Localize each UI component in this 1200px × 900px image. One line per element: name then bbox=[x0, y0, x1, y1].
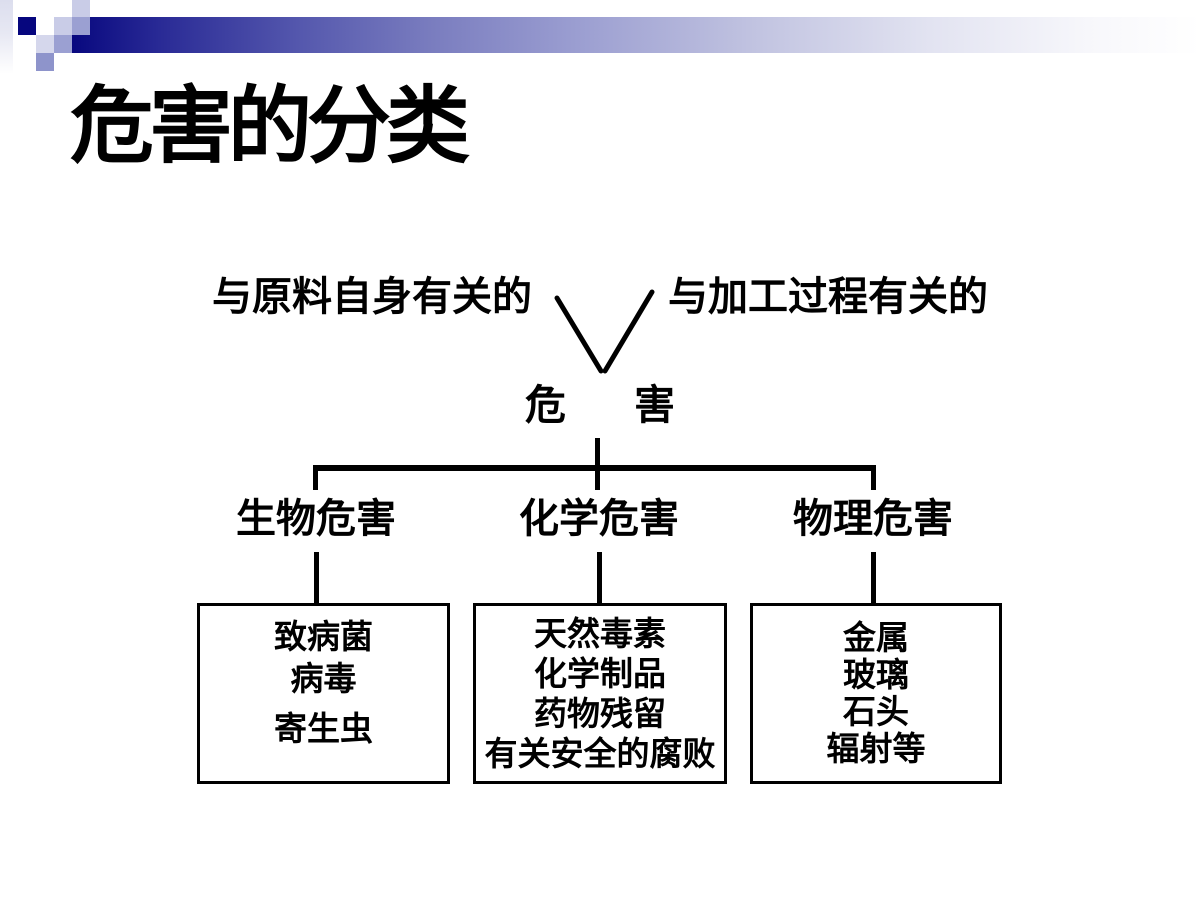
source-label-raw-material: 与原料自身有关的 bbox=[212, 275, 532, 319]
branch-label-physical: 物理危害 bbox=[793, 497, 953, 541]
box-item: 寄生虫 bbox=[274, 710, 373, 747]
decor-pixel-square-pale bbox=[36, 35, 54, 53]
root-char: 危 bbox=[525, 382, 566, 428]
decor-pixel-square-pale bbox=[54, 17, 72, 35]
source-label-processing: 与加工过程有关的 bbox=[668, 275, 988, 319]
root-stem-line bbox=[595, 438, 600, 490]
box-item: 致病菌 bbox=[274, 618, 373, 655]
v-connector-lines bbox=[554, 289, 655, 374]
box-item: 化学制品 bbox=[534, 655, 666, 692]
branch-label-chemical: 化学危害 bbox=[519, 497, 679, 541]
box-item: 天然毒素 bbox=[534, 615, 666, 652]
decor-pixel-square-navy bbox=[18, 17, 36, 35]
branch-label-biological: 生物危害 bbox=[236, 497, 396, 541]
box-item: 药物残留 bbox=[534, 695, 666, 732]
decor-pixel-square-medium bbox=[36, 53, 54, 71]
branch-horizontal-line bbox=[313, 465, 876, 471]
v-line-left bbox=[554, 295, 604, 374]
slide-title: 危害的分类 bbox=[70, 79, 470, 173]
decor-pixel-square-pale bbox=[72, 0, 90, 18]
box-item: 辐射等 bbox=[826, 730, 926, 767]
decor-gradient-bar bbox=[72, 17, 1200, 53]
box-item: 有关安全的腐败 bbox=[484, 735, 716, 772]
root-node-hazard: 危 害 bbox=[460, 382, 740, 428]
box-item: 玻璃 bbox=[843, 656, 909, 693]
branch-box-chemical: 天然毒素 化学制品 药物残留 有关安全的腐败 bbox=[473, 603, 727, 784]
branch-box-biological: 致病菌 病毒 寄生虫 bbox=[197, 603, 450, 784]
box-connector-line-physical bbox=[871, 552, 876, 603]
v-line-right bbox=[602, 289, 655, 374]
decor-pixel-square-medium bbox=[72, 17, 90, 35]
decor-left-strip bbox=[0, 0, 13, 74]
branch-drop-line-right bbox=[871, 465, 876, 490]
box-item: 病毒 bbox=[290, 660, 357, 697]
decor-pixel-square-medium bbox=[54, 35, 72, 53]
branch-drop-line-left bbox=[313, 465, 318, 490]
root-char: 害 bbox=[634, 382, 675, 428]
box-connector-line-chemical bbox=[597, 552, 602, 603]
box-item: 石头 bbox=[843, 693, 909, 730]
box-connector-line-biological bbox=[314, 552, 319, 603]
branch-box-physical: 金属 玻璃 石头 辐射等 bbox=[750, 603, 1002, 784]
box-item: 金属 bbox=[843, 619, 909, 656]
